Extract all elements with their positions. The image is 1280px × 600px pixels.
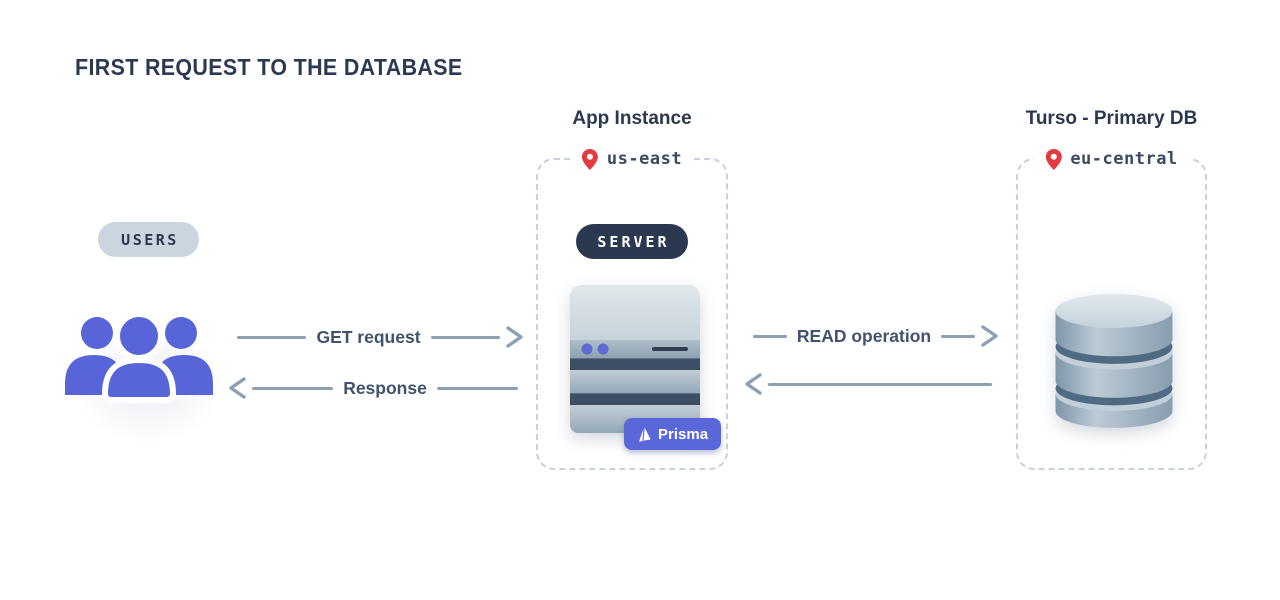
arrow-right-icon [506,326,523,348]
arrow-line [430,335,500,339]
arrow-line [436,386,519,390]
server-badge: SERVER [576,224,688,259]
get-request-arrow: GET request [237,324,523,350]
database-icon [1055,294,1173,428]
prisma-logo-icon [639,426,651,442]
users-icon [65,311,213,403]
arrow-line [941,334,975,338]
arrow-left-icon [229,377,246,399]
read-operation-arrow: READ operation [753,323,998,349]
db-region-label: eu-central [1033,144,1190,174]
diagram-title: FIRST REQUEST TO THE DATABASE [75,54,463,80]
prisma-badge: Prisma [624,418,722,450]
app-instance-box: App Instance us-east SERVER [536,108,728,470]
arrow-left-icon [745,373,762,395]
location-pin-icon [1045,148,1062,170]
server-badge-label: SERVER [597,232,670,251]
primary-db-heading: Turso - Primary DB [1025,108,1198,129]
response-label: Response [343,377,427,398]
prisma-badge-label: Prisma [658,425,709,443]
response-arrow: Response [229,375,519,401]
server-icon [570,285,700,433]
arrow-line [237,335,307,339]
arrow-line [768,382,992,386]
users-badge-label: USERS [121,230,179,249]
location-pin-icon [581,148,598,170]
primary-db-box: Turso - Primary DB eu-central [1016,108,1207,470]
get-request-label: GET request [316,326,421,347]
read-operation-label: READ operation [796,325,932,346]
app-region-label: us-east [569,144,695,174]
arrow-line [252,386,334,390]
arrow-line [753,334,787,338]
read-response-arrow [745,371,992,397]
users-badge: USERS [98,222,199,257]
db-region-text: eu-central [1070,149,1178,169]
app-region-text: us-east [606,149,683,169]
app-instance-heading: App Instance [572,108,692,129]
arrow-right-icon [981,325,998,347]
